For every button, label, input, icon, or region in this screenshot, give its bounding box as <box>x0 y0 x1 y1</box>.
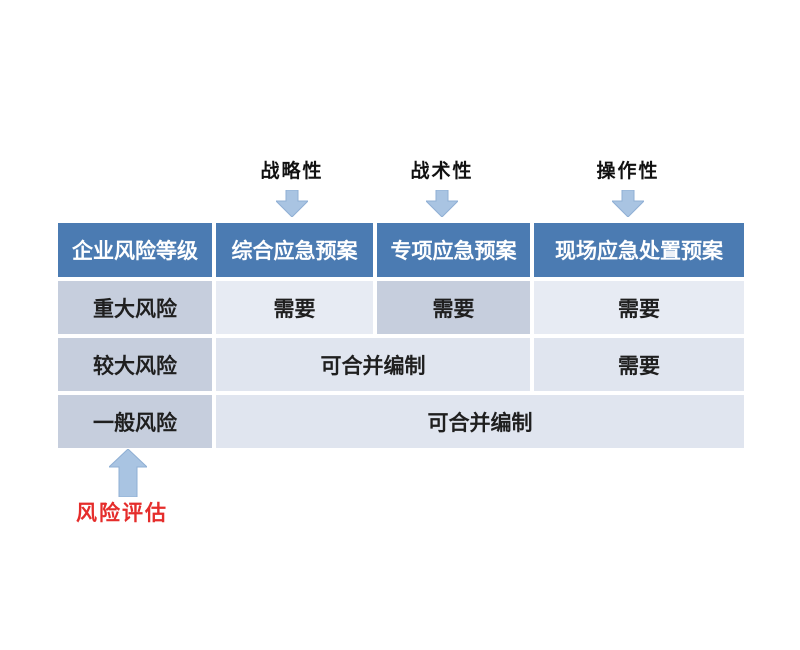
plan-type-label: 操作性 <box>596 160 660 182</box>
header-cell-comprehensive-plan: 综合应急预案 <box>216 223 373 277</box>
header-cell-onsite-plan: 现场应急处置预案 <box>534 223 744 277</box>
plan-cell: 需要 <box>534 281 744 334</box>
down-arrow-icon <box>612 190 644 217</box>
header-cell-risk-level: 企业风险等级 <box>58 223 212 277</box>
header-cell-special-plan: 专项应急预案 <box>377 223 530 277</box>
risk-level-cell: 较大风险 <box>58 338 212 391</box>
plan-cell-merged: 可合并编制 <box>216 395 744 448</box>
plan-cell: 需要 <box>216 281 373 334</box>
risk-level-cell: 一般风险 <box>58 395 212 448</box>
up-arrow-icon <box>109 449 147 497</box>
plan-cell-merged: 可合并编制 <box>216 338 530 391</box>
plan-type-strategic: 战略性 <box>232 158 352 217</box>
plan-type-label: 战略性 <box>260 160 324 182</box>
risk-plan-table: 企业风险等级 综合应急预案 专项应急预案 现场应急处置预案 重大风险 需要 需要… <box>58 223 744 448</box>
risk-assessment-label: 风险评估 <box>76 500 168 525</box>
plan-type-label: 战术性 <box>410 160 474 182</box>
down-arrow-icon <box>426 190 458 217</box>
plan-cell: 需要 <box>377 281 530 334</box>
plan-type-operational: 操作性 <box>568 158 688 217</box>
plan-cell: 需要 <box>534 338 744 391</box>
plan-type-tactical: 战术性 <box>382 158 502 217</box>
risk-level-cell: 重大风险 <box>58 281 212 334</box>
down-arrow-icon <box>276 190 308 217</box>
